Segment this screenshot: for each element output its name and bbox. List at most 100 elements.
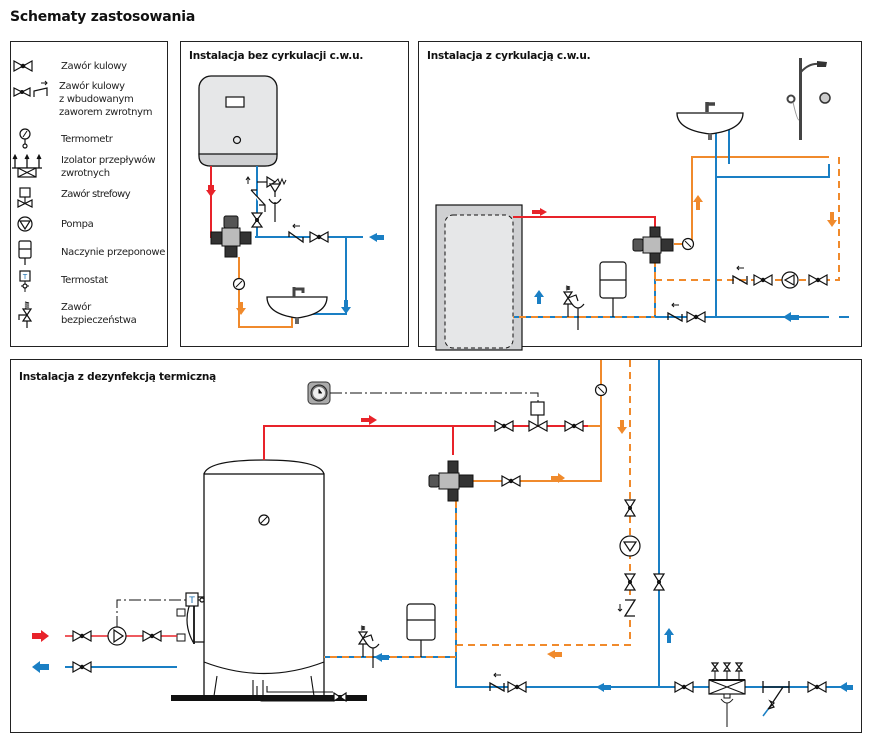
- legend-label: Zawór bezpieczeństwa: [61, 302, 137, 326]
- ball-valve-icon: [250, 212, 264, 228]
- ball-valve-icon: [753, 273, 773, 287]
- ball-valve-icon: [564, 419, 584, 433]
- flow-arrow-up-mixed: [693, 195, 703, 210]
- flow-arrow-down-circulation: [827, 212, 837, 227]
- flow-arrow-right-primary-hot: [32, 630, 49, 642]
- legend-label: Naczynie przeponowe: [61, 247, 166, 258]
- check-valve-icon: [288, 223, 304, 244]
- zone-valve-icon: [17, 187, 33, 208]
- timer-icon: [307, 381, 331, 405]
- flow-arrow-up-cold: [664, 628, 674, 643]
- ball-valve-icon: [494, 419, 514, 433]
- legend-label: Zawór strefowy: [61, 189, 131, 200]
- flow-arrow-left-cold: [374, 653, 389, 662]
- expansion-vessel-icon: [599, 261, 627, 317]
- backflow-isolator-icon: [708, 662, 746, 727]
- safety-valve-icon: [257, 175, 287, 222]
- check-valve-icon: [732, 265, 748, 286]
- pump-icon: [619, 535, 641, 557]
- ball-valve-icon: [142, 629, 162, 643]
- panel-title: Instalacja z dezynfekcją termiczną: [19, 371, 217, 383]
- legend-panel: Zawór kulowy Zawór kulowy z wbudowanym z…: [10, 41, 168, 347]
- legend-label: Zawór kulowy z wbudowanym zaworem zwrotn…: [59, 81, 153, 118]
- pump-icon: [17, 216, 33, 232]
- thermometer-icon: [681, 237, 695, 251]
- diagram-no-circulation: [198, 75, 384, 328]
- ball-valve-icon: [528, 419, 548, 433]
- safety-valve-icon: [562, 285, 585, 330]
- flow-arrow-down-cold: [341, 300, 351, 314]
- flow-arrow-down-mixed: [236, 302, 246, 315]
- pump-icon: [781, 271, 799, 289]
- flow-arrow-left-circulation: [547, 650, 562, 659]
- panel-title: Instalacja bez cyrkulacji c.w.u.: [189, 50, 364, 62]
- legend-label: Termostat: [61, 275, 108, 286]
- drain-valve-icon: [762, 681, 790, 717]
- legend-label: Izolator przepływów zwrotnych: [61, 155, 156, 179]
- storage-tank: [435, 204, 523, 351]
- expansion-vessel-icon: [406, 603, 436, 657]
- ball-valve-icon: [808, 273, 828, 287]
- ball-valve-icon: [623, 573, 637, 591]
- diagram-with-circulation: [435, 58, 849, 351]
- check-valve-icon: [667, 302, 683, 323]
- flow-arrow-left-cold: [369, 233, 384, 242]
- mixing-valve-icon: [428, 460, 474, 502]
- thermometer-icon: [232, 277, 246, 291]
- legend-label: Pompa: [61, 219, 94, 230]
- ball-valve-icon: [72, 660, 92, 674]
- flow-arrow-down-circulation: [617, 420, 627, 434]
- mixing-valve-icon: [210, 215, 252, 258]
- check-valve-icon: [245, 176, 266, 212]
- ball-valve-icon: [807, 680, 827, 694]
- washbasin-icon: [676, 102, 744, 140]
- mixing-valve-icon: [632, 226, 674, 264]
- flow-arrow-up-cold: [534, 290, 544, 304]
- backflow-isolator-icon: [12, 153, 42, 178]
- panel-thermal-disinfection: Instalacja z dezynfekcją termiczną: [10, 359, 862, 733]
- storage-cylinder: [171, 459, 367, 703]
- diagram-thermal-disinfection: T: [32, 360, 853, 727]
- ball-valve-icon: [333, 691, 347, 703]
- ball-valve-icon: [13, 59, 33, 73]
- flow-arrow-left-cold-return: [596, 683, 611, 692]
- shower-icon: [786, 58, 831, 140]
- legend-label: Termometr: [61, 134, 113, 145]
- ball-valve-icon: [501, 474, 521, 488]
- flow-arrow-down-hot: [206, 185, 216, 197]
- ball-valve-icon: [507, 680, 527, 694]
- ball-valve-icon: [72, 629, 92, 643]
- flow-arrow-left-primary-return: [32, 661, 49, 673]
- check-valve-icon: [489, 672, 505, 693]
- page-title: Schematy zastosowania: [10, 9, 196, 25]
- water-heater: [198, 75, 278, 167]
- flow-arrow-right-hot: [361, 415, 377, 425]
- pump-icon: [107, 626, 127, 646]
- thermostat-icon: T: [185, 592, 205, 607]
- thermometer-icon: [19, 128, 31, 149]
- safety-valve-icon: [18, 301, 33, 328]
- ball-valve-icon: [674, 680, 694, 694]
- ball-valve-icon: [652, 573, 666, 591]
- thermostat-label: T: [188, 596, 195, 606]
- panel-no-circulation: Instalacja bez cyrkulacji c.w.u.: [180, 41, 409, 347]
- flow-arrow-right-hot: [532, 208, 547, 216]
- thermometer-icon: [258, 514, 270, 526]
- svg-text:T: T: [22, 273, 28, 281]
- flow-arrow-right-mixed: [551, 473, 565, 483]
- zone-valve-icon: [530, 401, 545, 426]
- expansion-vessel-icon: [18, 240, 32, 265]
- ball-valve-check-icon: [13, 80, 48, 97]
- flow-arrow-left-cold: [783, 312, 799, 322]
- thermometer-icon: [594, 383, 608, 397]
- panel-with-circulation: Instalacja z cyrkulacją c.w.u.: [418, 41, 862, 351]
- ball-valve-icon: [686, 310, 706, 324]
- check-valve-icon: [617, 599, 637, 617]
- thermostat-icon: T: [19, 270, 31, 292]
- ball-valve-icon: [309, 230, 329, 244]
- flow-arrow-left-inlet: [839, 682, 853, 692]
- ball-valve-icon: [623, 499, 637, 517]
- safety-valve-icon: [357, 625, 380, 668]
- legend-label: Zawór kulowy: [61, 61, 127, 72]
- panel-title: Instalacja z cyrkulacją c.w.u.: [427, 50, 591, 62]
